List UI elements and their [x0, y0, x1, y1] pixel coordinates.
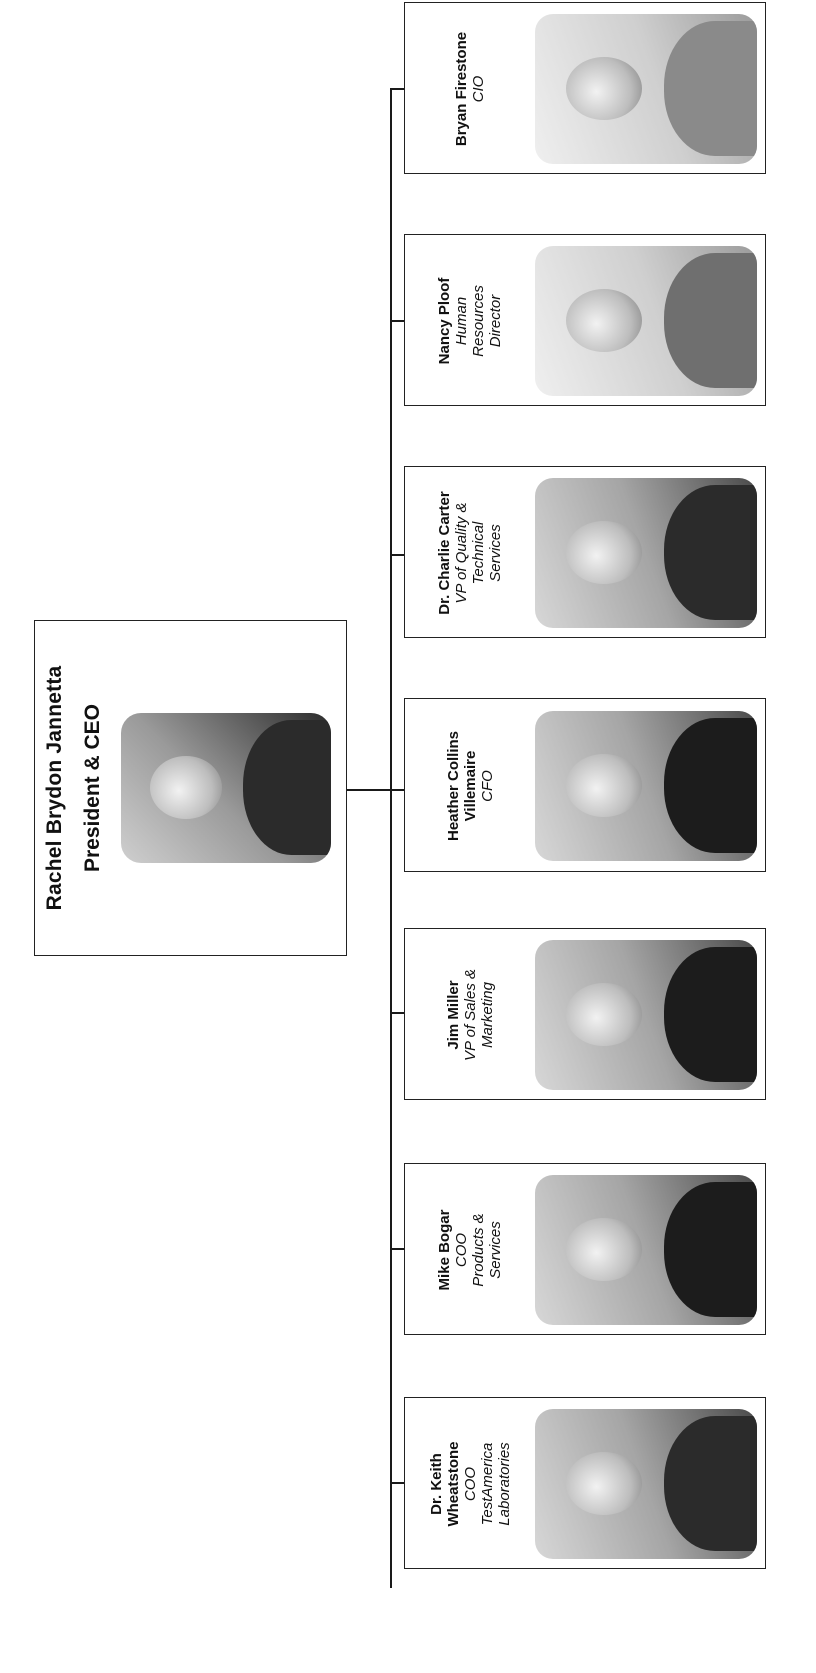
report-role: VP of Quality & Technical Services — [453, 502, 504, 604]
report-photo — [535, 246, 757, 396]
report-name: Dr. Charlie Carter — [436, 491, 453, 615]
report-role: CIO — [470, 75, 487, 103]
branch-jim — [390, 1012, 406, 1014]
ceo-name: Rachel Brydon Jannetta — [43, 665, 66, 911]
ceo-title: President & CEO — [81, 703, 104, 873]
report-name: Nancy Ploof — [436, 277, 453, 365]
branch-heather — [390, 789, 406, 791]
card-bryan-firestone: Bryan Firestone CIO — [404, 2, 766, 174]
branch-charlie — [390, 554, 406, 556]
report-photo — [535, 14, 757, 164]
ceo-connector — [347, 789, 391, 791]
report-role: Human Resources Director — [453, 285, 504, 357]
report-role: COO Products & Services — [453, 1213, 504, 1287]
card-jim-miller: Jim Miller VP of Sales & Marketing — [404, 928, 766, 1100]
report-photo — [535, 940, 757, 1090]
report-name: Mike Bogar — [436, 1209, 453, 1291]
card-nancy-ploof: Nancy Ploof Human Resources Director — [404, 234, 766, 406]
report-photo — [535, 711, 757, 861]
ceo-photo — [121, 713, 331, 863]
report-photo — [535, 478, 757, 628]
report-role: CFO — [478, 770, 496, 802]
vertical-trunk — [390, 88, 392, 1588]
branch-mike — [390, 1248, 406, 1250]
report-name: Bryan Firestone — [453, 31, 470, 147]
card-keith-wheatstone: Dr. Keith Wheatstone COO TestAmerica Lab… — [404, 1397, 766, 1569]
branch-keith — [390, 1482, 406, 1484]
ceo-box: Rachel Brydon Jannetta President & CEO — [34, 620, 347, 956]
card-heather-collins-villemaire: Heather Collins Villemaire CFO — [404, 698, 766, 872]
branch-nancy — [390, 320, 406, 322]
branch-bryan — [390, 88, 406, 90]
report-name: Heather Collins Villemaire — [444, 730, 479, 842]
card-charlie-carter: Dr. Charlie Carter VP of Quality & Techn… — [404, 466, 766, 638]
report-photo — [535, 1409, 757, 1559]
report-role: COO TestAmerica Laboratories — [461, 1442, 513, 1526]
report-name: Jim Miller — [444, 980, 462, 1050]
card-mike-bogar: Mike Bogar COO Products & Services — [404, 1163, 766, 1335]
report-photo — [535, 1175, 757, 1325]
report-role: VP of Sales & Marketing — [461, 969, 496, 1061]
report-name: Dr. Keith Wheatstone — [427, 1441, 462, 1527]
